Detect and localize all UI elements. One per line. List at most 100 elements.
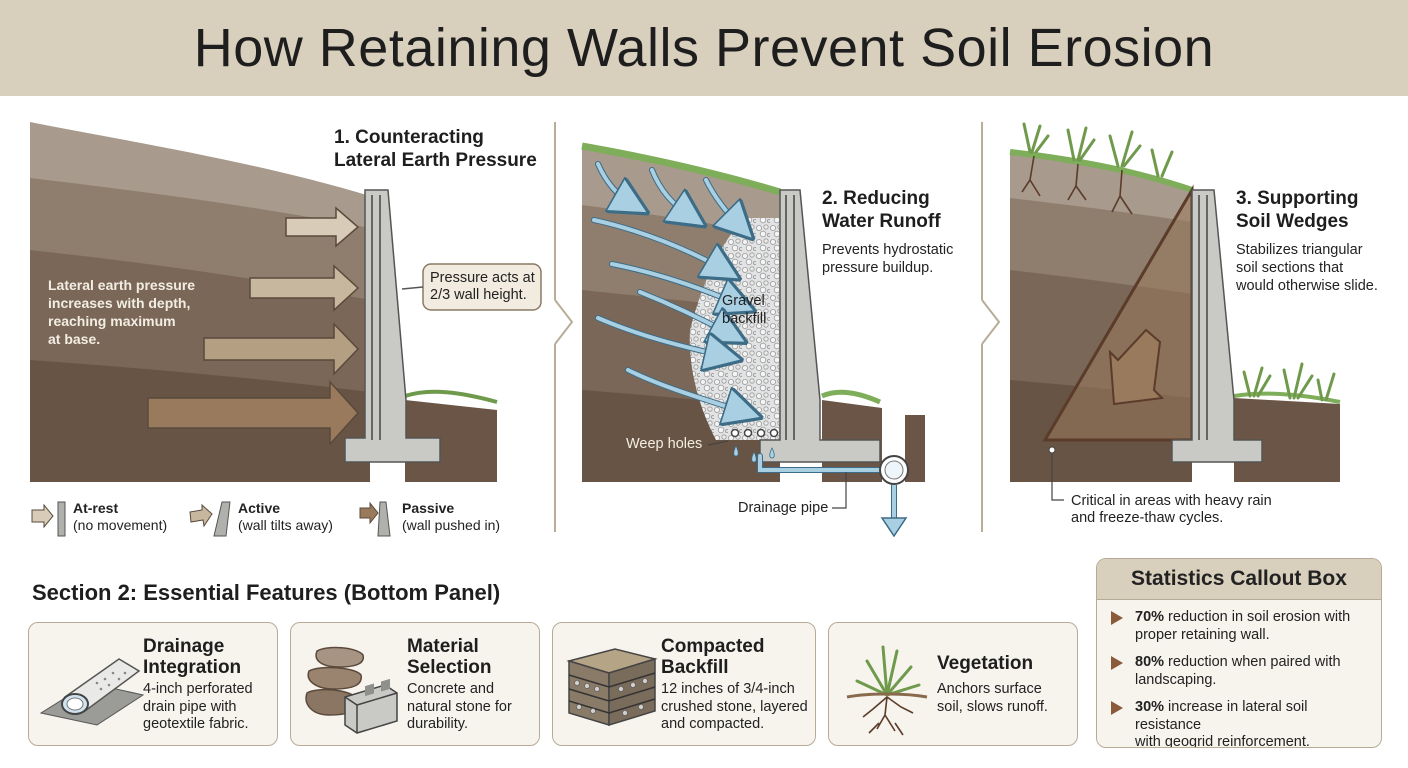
pressure-callout: Pressure acts at 2/3 wall height. — [430, 270, 535, 304]
panel2-heading: 2. Reducing Water Runoff — [822, 187, 941, 233]
card-vegetation-desc-line2: soil, slows runoff. — [937, 698, 1048, 715]
pressure-note-line2: increases with depth, — [48, 295, 191, 311]
card-backfill-desc-line2: crushed stone, layered — [661, 698, 808, 715]
panel3-heading-line2: Soil Wedges — [1236, 211, 1349, 232]
panel-divider-2 — [981, 122, 1001, 532]
panel3-description-line3: would otherwise slide. — [1236, 278, 1378, 294]
feature-card-material: Material Selection Concrete and natural … — [290, 622, 540, 746]
card-drainage-title-line2: Integration — [143, 657, 242, 678]
statistics-title: Statistics Callout Box — [1097, 559, 1381, 600]
panel2-leader-lines — [707, 440, 847, 509]
panel2-description-line2: pressure buildup. — [822, 260, 934, 276]
pressure-note-line4: at base. — [48, 331, 101, 347]
pressure-note-line1: Lateral earth pressure — [48, 277, 196, 293]
card-material-title-line2: Selection — [407, 657, 492, 678]
legend-active: Active (wall tilts away) — [238, 500, 333, 534]
panel2-heading-line1: 2. Reducing — [822, 188, 930, 209]
pressure-callout-leader — [401, 286, 424, 290]
gravel-label-line1: Gravel — [722, 293, 765, 309]
weep-hole-circles — [730, 428, 779, 438]
drainage-pipe-graphic — [879, 455, 909, 538]
card-material-title: Material Selection — [407, 636, 491, 678]
layered-backfill-icon — [566, 648, 658, 727]
panel1-heading-line2: Lateral Earth Pressure — [334, 150, 537, 171]
legend-passive-title: Passive — [402, 500, 455, 516]
card-material-desc-line2: natural stone for — [407, 698, 512, 715]
panel3-note-line1: Critical in areas with heavy rain — [1071, 493, 1272, 509]
section2-heading: Section 2: Essential Features (Bottom Pa… — [32, 580, 501, 605]
card-backfill-title-line1: Compacted — [661, 636, 765, 657]
panel3-heading-line1: 3. Supporting — [1236, 188, 1359, 209]
panel1-heading-line1: 1. Counteracting — [334, 127, 484, 148]
legend-passive: Passive (wall pushed in) — [402, 500, 500, 534]
feature-card-drainage: Drainage Integration 4-inch perforated d… — [28, 622, 278, 746]
stat-3-text-line1: increase in lateral soil resistance — [1135, 699, 1308, 733]
stat-2-text-line2: landscaping. — [1135, 671, 1217, 688]
statistics-callout-box: Statistics Callout Box 70% reduction in … — [1096, 558, 1382, 748]
stat-1-text-line2: proper retaining wall. — [1135, 626, 1270, 643]
panel3-roots — [1021, 155, 1133, 215]
card-vegetation-desc-line1: Anchors surface — [937, 681, 1042, 697]
gravel-label: Gravel backfill — [722, 292, 766, 328]
page-title: How Retaining Walls Prevent Soil Erosion — [193, 18, 1215, 78]
panel3-note-line2: and freeze-thaw cycles. — [1071, 510, 1224, 526]
feature-card-vegetation: Vegetation Anchors surface soil, slows r… — [828, 622, 1078, 746]
card-drainage-desc-line2: drain pipe with — [143, 698, 237, 715]
pressure-arrows — [147, 206, 360, 446]
panel3-wall — [1171, 189, 1263, 463]
legend-at-rest-title: At-rest — [73, 500, 119, 516]
weep-holes-label: Weep holes — [626, 436, 703, 452]
card-backfill-title-line2: Backfill — [661, 657, 729, 678]
card-drainage-title-line1: Drainage — [143, 636, 225, 657]
stat-3-value: 30% — [1135, 699, 1165, 715]
panel2-description: Prevents hydrostatic pressure buildup. — [822, 241, 953, 277]
stat-2-value: 80% — [1135, 654, 1165, 670]
legend-active-title: Active — [238, 500, 281, 516]
drain-pipe-icon — [39, 658, 145, 726]
feature-card-backfill: Compacted Backfill 12 inches of 3/4-inch… — [552, 622, 816, 746]
card-material-desc-line1: Concrete and — [407, 681, 495, 697]
card-drainage-title: Drainage Integration — [143, 636, 241, 678]
card-material-desc-line3: durability. — [407, 716, 468, 732]
bullet-arrow-icon — [1111, 611, 1123, 625]
pressure-callout-line2: 2/3 wall height. — [430, 287, 527, 303]
panel2-description-line1: Prevents hydrostatic — [822, 242, 954, 258]
panel-divider-1 — [554, 122, 574, 532]
plant-icon — [846, 645, 928, 736]
legend-at-rest-subtitle: (no movement) — [73, 517, 168, 533]
panel2-wall — [759, 189, 881, 463]
legend-active-subtitle: (wall tilts away) — [238, 517, 333, 533]
pressure-note-line3: reaching maximum — [48, 313, 176, 329]
card-drainage-desc-line1: 4-inch perforated — [143, 681, 253, 697]
panel3-description-line1: Stabilizes triangular — [1236, 242, 1363, 258]
panel2-heading-line2: Water Runoff — [822, 211, 941, 232]
panel3-grass — [1022, 122, 1336, 402]
stat-1-value: 70% — [1135, 609, 1165, 625]
card-backfill-title: Compacted Backfill — [661, 636, 764, 678]
water-flow-arrows — [591, 161, 891, 473]
bullet-arrow-icon — [1111, 656, 1123, 670]
card-backfill-desc: 12 inches of 3/4-inch crushed stone, lay… — [661, 681, 808, 734]
water-droplets — [733, 445, 775, 463]
panel3-heading: 3. Supporting Soil Wedges — [1236, 187, 1358, 233]
card-drainage-desc-line3: geotextile fabric. — [143, 716, 249, 732]
legend-at-rest: At-rest (no movement) — [73, 500, 167, 534]
card-backfill-desc-line1: 12 inches of 3/4-inch — [661, 681, 795, 697]
stat-3-text-line2: with geogrid reinforcement. — [1135, 734, 1310, 748]
panel3-description-line2: soil sections that — [1236, 260, 1344, 276]
pressure-callout-line1: Pressure acts at — [430, 270, 535, 286]
pressure-note: Lateral earth pressure increases with de… — [48, 276, 195, 348]
panel1-heading: 1. Counteracting Lateral Earth Pressure — [334, 126, 537, 172]
drainage-pipe-label: Drainage pipe — [738, 500, 829, 516]
stat-2-text-line1: reduction when paired with — [1164, 654, 1341, 670]
bullet-arrow-icon — [1111, 701, 1123, 715]
gravel-label-line2: backfill — [722, 311, 767, 327]
legend-glyphs — [31, 501, 391, 537]
card-vegetation-title: Vegetation — [937, 653, 1034, 674]
panel1-wall — [344, 189, 441, 463]
stone-block-icon — [305, 646, 398, 734]
title-bar: How Retaining Walls Prevent Soil Erosion — [0, 0, 1408, 96]
